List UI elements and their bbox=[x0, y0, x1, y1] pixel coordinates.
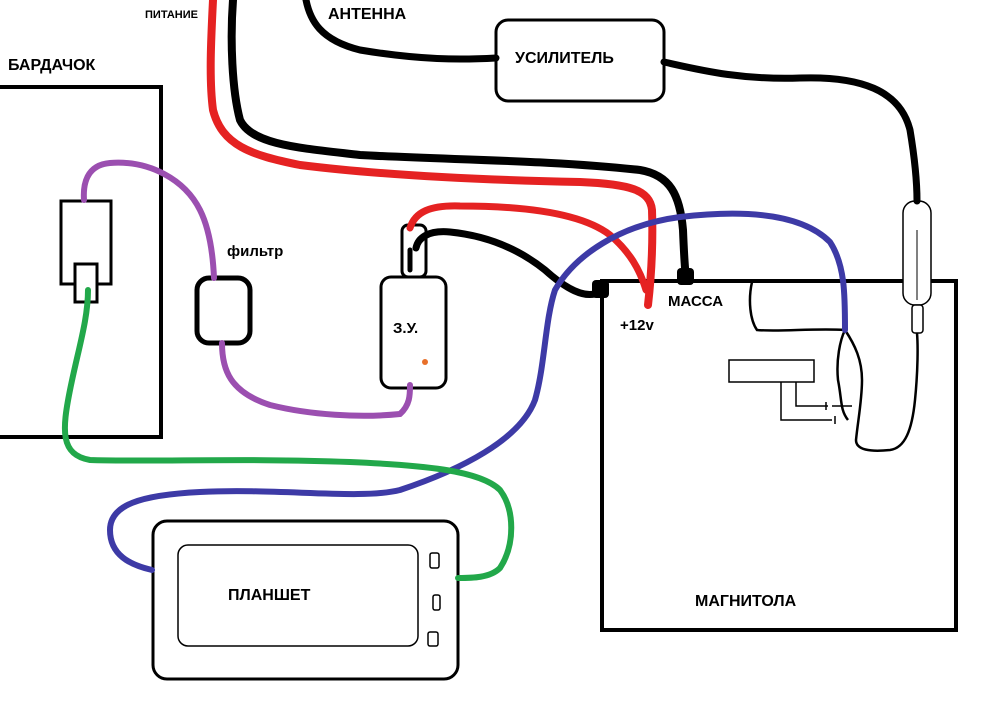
green-wire bbox=[61, 287, 515, 581]
glovebox-label: БАРДАЧОК bbox=[8, 57, 96, 74]
tablet-button-top bbox=[429, 552, 440, 569]
head-unit-box bbox=[600, 279, 958, 632]
black-antenna-wire bbox=[302, 0, 500, 63]
blue-wire bbox=[106, 210, 848, 573]
purple-charger-wire bbox=[219, 340, 413, 419]
antenna-plug-tip bbox=[911, 304, 924, 334]
tablet-body bbox=[151, 519, 460, 681]
tablet-button-bottom bbox=[427, 631, 439, 647]
head-unit-wire-loop bbox=[748, 281, 919, 452]
glovebox-outline bbox=[0, 85, 163, 439]
charger-ground-terminal bbox=[592, 280, 609, 298]
charger-led bbox=[422, 359, 428, 365]
black-charger-wire bbox=[412, 228, 604, 299]
head-unit-label: МАГНИТОЛА bbox=[695, 593, 797, 610]
ground-terminal bbox=[677, 268, 694, 285]
filter-label: фильтр bbox=[227, 243, 283, 260]
plus12-label: +12v bbox=[620, 317, 654, 334]
tablet-screen bbox=[177, 544, 419, 647]
red-power-wire bbox=[206, 0, 657, 309]
head-unit-internal-wire-2 bbox=[795, 382, 828, 407]
tablet-label: ПЛАНШЕТ bbox=[228, 587, 311, 604]
purple-usb-wire bbox=[80, 159, 217, 281]
black-amplifier-wire bbox=[660, 58, 921, 205]
head-unit-wire-loop-2 bbox=[836, 329, 850, 421]
charger-label: З.У. bbox=[393, 320, 418, 337]
charger-plug bbox=[400, 223, 428, 279]
head-unit-module bbox=[728, 359, 815, 383]
power-label: ПИТАНИЕ bbox=[145, 9, 198, 21]
head-unit-internal-wire-1 bbox=[780, 382, 832, 421]
antenna-label: АНТЕННА bbox=[328, 6, 407, 23]
ground-label: МАССА bbox=[668, 293, 723, 310]
filter-box bbox=[194, 275, 253, 346]
amplifier-label: УСИЛИТЕЛЬ bbox=[515, 50, 614, 67]
black-ground-wire bbox=[227, 0, 690, 282]
tablet-button-mid bbox=[432, 594, 441, 611]
red-charger-wire bbox=[406, 202, 650, 294]
